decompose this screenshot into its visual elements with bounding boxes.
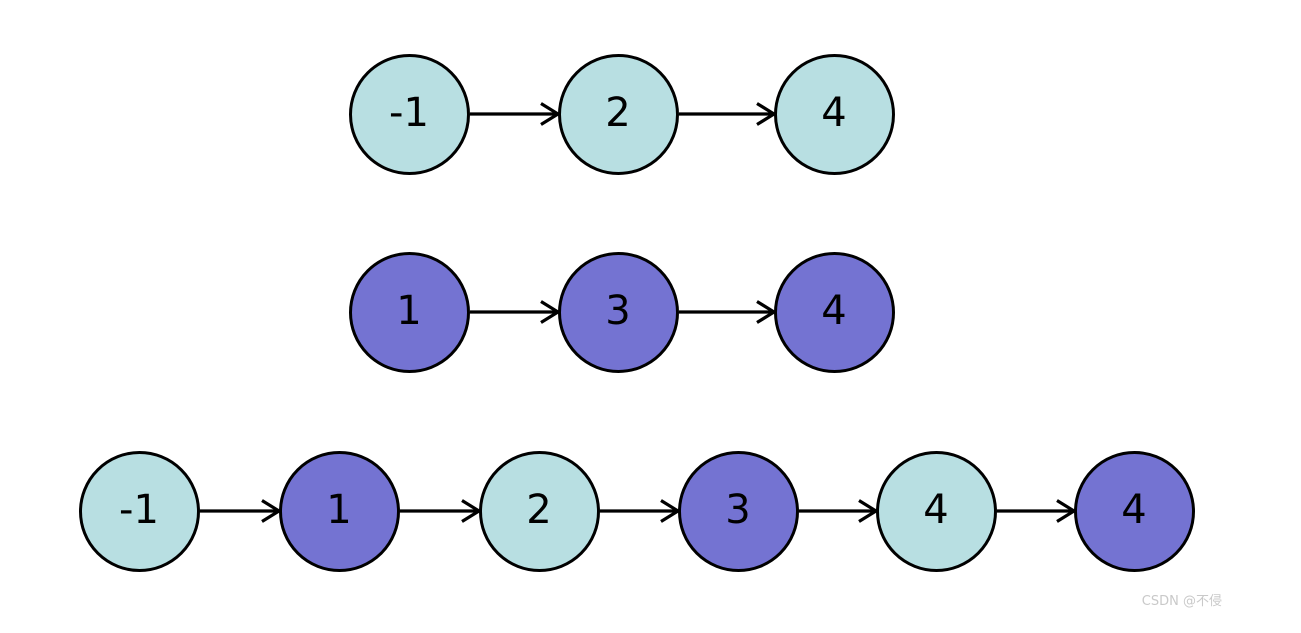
- node-list-b-2[interactable]: 4: [773, 251, 895, 373]
- node-value: 4: [821, 288, 847, 334]
- node-merged-list-3[interactable]: 3: [677, 450, 799, 572]
- csdn-watermark: CSDN @不侵: [1141, 594, 1222, 609]
- node-value: 4: [821, 90, 847, 136]
- node-value: 3: [725, 487, 751, 533]
- node-merged-list-0[interactable]: -1: [78, 450, 200, 572]
- node-merged-list-1[interactable]: 1: [278, 450, 400, 572]
- node-value: 2: [605, 90, 631, 136]
- node-value: 1: [396, 288, 422, 334]
- node-list-a-2[interactable]: 4: [773, 53, 895, 175]
- node-merged-list-2[interactable]: 2: [478, 450, 600, 572]
- node-value: 4: [923, 487, 949, 533]
- node-list-a-0[interactable]: -1: [348, 53, 470, 175]
- node-merged-list-5[interactable]: 4: [1073, 450, 1195, 572]
- node-value: 2: [526, 487, 552, 533]
- node-value: 1: [326, 487, 352, 533]
- node-list-a-1[interactable]: 2: [557, 53, 679, 175]
- node-merged-list-4[interactable]: 4: [875, 450, 997, 572]
- node-value: 4: [1121, 487, 1147, 533]
- node-value: 3: [605, 288, 631, 334]
- node-list-b-1[interactable]: 3: [557, 251, 679, 373]
- node-list-b-0[interactable]: 1: [348, 251, 470, 373]
- node-value: -1: [119, 487, 159, 533]
- node-value: -1: [389, 90, 429, 136]
